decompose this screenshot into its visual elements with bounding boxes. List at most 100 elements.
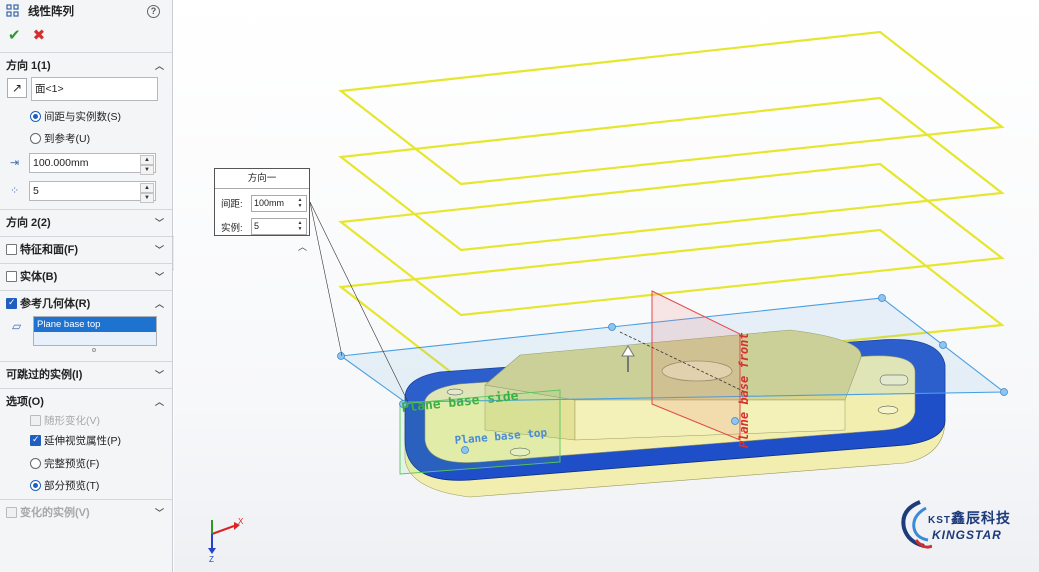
x-axis-label: X: [238, 517, 244, 526]
partial-preview-label: 部分预览(T): [44, 480, 100, 492]
reference-planes: [309, 201, 1008, 475]
chevron-up-icon[interactable]: ︿: [154, 298, 164, 309]
radio-on-icon: [30, 111, 41, 122]
radio-reference-label: 到参考(U): [44, 133, 91, 145]
radio-on-icon: [30, 480, 41, 491]
radio-up-to-reference[interactable]: 到参考(U): [30, 131, 90, 146]
plane-handle-dots: [337, 294, 1008, 454]
chevron-down-icon[interactable]: ﹀: [154, 507, 164, 518]
radio-off-icon: [30, 133, 41, 144]
propagate-visual-label: 延伸视觉属性(P): [44, 435, 121, 447]
plane-handle: [608, 323, 616, 331]
popup-instances-value: 5: [254, 221, 260, 231]
cancel-x-icon[interactable]: ✖: [32, 27, 46, 44]
spacing-spinner[interactable]: ▲▼: [140, 155, 154, 175]
features-faces-checkbox[interactable]: [6, 243, 17, 255]
resize-handle[interactable]: [92, 348, 96, 352]
popup-spacing-input[interactable]: 100mm ▲▼: [251, 195, 307, 212]
chevron-up-icon[interactable]: ︿: [154, 396, 164, 407]
direction-face-field[interactable]: 面<1>: [31, 77, 158, 101]
full-preview-option[interactable]: 完整预览(F): [30, 456, 99, 471]
logo-kst: KST: [928, 515, 951, 526]
ok-check-icon[interactable]: ✔: [8, 27, 21, 44]
popup-spacing-spinner[interactable]: ▲▼: [297, 197, 303, 209]
direction1-section: 方向 1(1) ︿: [0, 52, 172, 77]
propagate-visual-checkbox[interactable]: [30, 434, 41, 446]
ref-geometry-checkbox[interactable]: [6, 297, 17, 309]
plane-base-side: [399, 389, 561, 475]
skip-instances-title: 可跳过的实例(I): [6, 369, 83, 381]
ref-geometry-title: 参考几何体(R): [20, 298, 91, 310]
logo-cn: 鑫辰科技: [951, 510, 1011, 526]
plane-icon: ▱: [12, 319, 22, 333]
kingstar-logo: KST鑫辰科技 KINGSTAR: [898, 496, 1028, 554]
list-item[interactable]: Plane base top: [34, 317, 156, 332]
popup-instances-spinner[interactable]: ▲▼: [297, 220, 303, 232]
spacing-icon: ⇥: [10, 157, 20, 169]
slot: [879, 374, 909, 386]
bodies-header[interactable]: 实体(B) ﹀: [0, 264, 172, 288]
direction2-header[interactable]: 方向 2(2) ﹀: [0, 210, 172, 234]
varied-instances-checkbox[interactable]: [6, 506, 17, 518]
reverse-direction-button[interactable]: ↗: [7, 78, 27, 98]
bodies-section: 实体(B) ﹀: [0, 263, 172, 288]
propagate-visual-option[interactable]: 延伸视觉属性(P): [30, 433, 121, 448]
popup-title: 方向一: [215, 169, 309, 189]
chevron-down-icon[interactable]: ﹀: [154, 271, 164, 282]
popup-spacing-value: 100mm: [254, 198, 285, 208]
bodies-title: 实体(B): [20, 271, 58, 283]
varied-instances-title: 变化的实例(V): [20, 507, 90, 519]
direction1-header[interactable]: 方向 1(1) ︿: [0, 53, 172, 77]
bodies-checkbox[interactable]: [6, 270, 17, 282]
popup-spacing-row: 间距:: [221, 196, 243, 210]
vary-sketch-option[interactable]: 随形变化(V): [30, 413, 100, 428]
vary-sketch-label: 随形变化(V): [44, 415, 100, 427]
panel-title-bar: 线性阵列 ?: [0, 0, 172, 22]
axis-triad: X Z: [208, 517, 244, 564]
varied-instances-header[interactable]: 变化的实例(V) ﹀: [0, 500, 172, 524]
plane-front-label: Plane base front: [737, 332, 751, 448]
help-icon[interactable]: ?: [147, 4, 160, 18]
logo-en: KINGSTAR: [932, 528, 1002, 542]
ref-geometry-section: 参考几何体(R) ︿: [0, 290, 172, 315]
radio-spacing-instances[interactable]: 间距与实例数(S): [30, 109, 121, 124]
varied-instances-section: 变化的实例(V) ﹀: [0, 499, 172, 524]
x-axis: [211, 525, 235, 535]
direction1-title: 方向 1(1): [6, 60, 51, 72]
plane-handle: [399, 400, 407, 408]
property-manager-panel: 线性阵列 ? ✔ ✖ 方向 1(1) ︿ ↗ 面<1> 间距与实例数(S) 到参…: [0, 0, 173, 572]
pattern-plane-instance: [338, 162, 1005, 317]
features-faces-header[interactable]: 特征和面(F) ﹀: [0, 237, 172, 261]
chevron-down-icon[interactable]: ﹀: [154, 217, 164, 228]
plane-handle: [878, 294, 886, 302]
direction2-section: 方向 2(2) ﹀: [0, 209, 172, 234]
skip-instances-header[interactable]: 可跳过的实例(I) ﹀: [0, 362, 172, 386]
popup-instances-label: 实例:: [221, 223, 243, 234]
corner-hole: [446, 388, 464, 396]
x-axis-arrow: [234, 522, 240, 530]
chevron-down-icon[interactable]: ﹀: [154, 369, 164, 380]
ref-geometry-header[interactable]: 参考几何体(R) ︿: [0, 291, 172, 315]
plane-handle: [939, 341, 947, 349]
z-axis-label: Z: [209, 555, 214, 564]
options-header[interactable]: 选项(O) ︿: [0, 389, 172, 413]
plane-handle: [461, 446, 469, 454]
partial-preview-option[interactable]: 部分预览(T): [30, 478, 99, 493]
popup-spacing-label: 间距:: [221, 199, 243, 210]
instances-input[interactable]: 5 ▲▼: [29, 181, 156, 203]
graphics-viewport[interactable]: Plane base side Plane base top Plane bas…: [174, 0, 1039, 572]
ref-geometry-list[interactable]: Plane base top: [33, 316, 157, 346]
spacing-input[interactable]: 100.000mm ▲▼: [29, 153, 156, 175]
vary-sketch-checkbox[interactable]: [30, 415, 41, 426]
chevron-down-icon[interactable]: ﹀: [154, 244, 164, 255]
radio-spacing-label: 间距与实例数(S): [44, 111, 121, 123]
instances-value: 5: [33, 185, 39, 197]
corner-hole: [877, 405, 899, 415]
instances-spinner[interactable]: ▲▼: [140, 183, 154, 203]
plane-handle: [731, 417, 739, 425]
popup-instances-input[interactable]: 5 ▲▼: [251, 218, 307, 235]
popup-collapse-chevron-icon[interactable]: ︿: [298, 242, 308, 252]
chevron-up-icon[interactable]: ︿: [154, 60, 164, 71]
features-faces-section: 特征和面(F) ﹀: [0, 236, 172, 261]
dashed-axis: [619, 331, 746, 393]
